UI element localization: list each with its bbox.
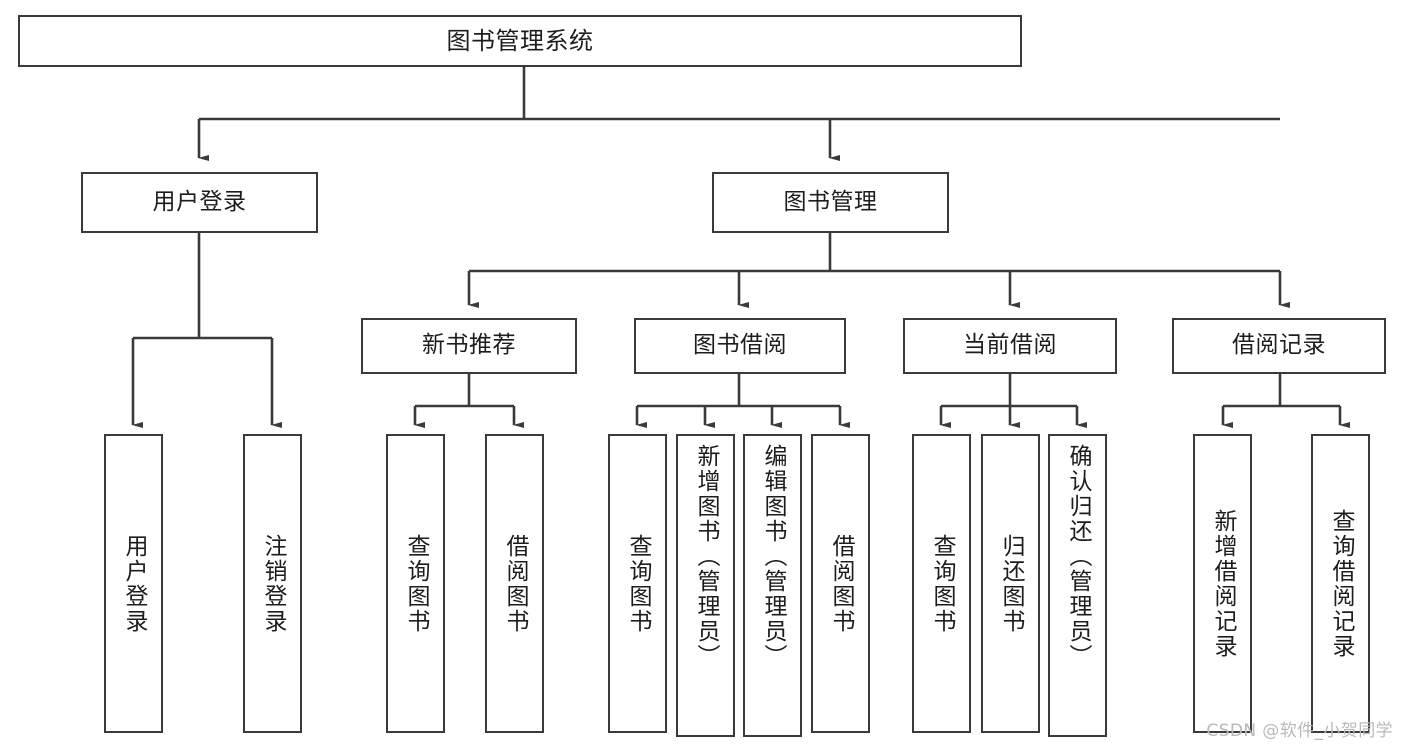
watermark: CSDN @软件_小贺同学 xyxy=(1206,721,1393,741)
leaf-label: 借阅图书 xyxy=(502,533,528,634)
leaf-confirm-return-admin[interactable]: 确认归还（管理员） xyxy=(1048,434,1107,737)
node-root-library-system[interactable]: 图书管理系统 xyxy=(18,15,1022,67)
leaf-label: 查询图书 xyxy=(625,533,651,634)
leaf-label: 注销登录 xyxy=(260,533,286,634)
leaf-query-borrow-record[interactable]: 查询借阅记录 xyxy=(1311,434,1370,733)
leaf-edit-book-admin[interactable]: 编辑图书（管理员） xyxy=(743,434,802,737)
leaf-add-borrow-record[interactable]: 新增借阅记录 xyxy=(1193,434,1252,733)
leaf-logout[interactable]: 注销登录 xyxy=(243,434,302,733)
leaf-borrow-book[interactable]: 借阅图书 xyxy=(811,434,870,733)
leaf-label: 确认归还（管理员） xyxy=(1065,444,1091,669)
node-user-login[interactable]: 用户登录 xyxy=(81,172,318,233)
node-label: 图书借阅 xyxy=(693,332,787,359)
leaf-label: 查询借阅记录 xyxy=(1328,508,1354,659)
leaf-query-book-current[interactable]: 查询图书 xyxy=(912,434,971,733)
node-label: 图书管理 xyxy=(783,188,878,215)
leaf-label: 新增图书（管理员） xyxy=(693,444,719,669)
leaf-user-login[interactable]: 用户登录 xyxy=(104,434,163,733)
node-new-book-recommend[interactable]: 新书推荐 xyxy=(361,318,577,374)
node-current-borrow[interactable]: 当前借阅 xyxy=(903,318,1117,374)
leaf-label: 用户登录 xyxy=(121,533,147,634)
leaf-query-book-recommend[interactable]: 查询图书 xyxy=(386,434,445,733)
node-label: 借阅记录 xyxy=(1232,332,1326,359)
leaf-label: 借阅图书 xyxy=(828,533,854,634)
leaf-return-book[interactable]: 归还图书 xyxy=(981,434,1040,733)
leaf-label: 编辑图书（管理员） xyxy=(760,444,786,669)
node-label: 用户登录 xyxy=(152,188,247,215)
leaf-query-book-borrow[interactable]: 查询图书 xyxy=(608,434,667,733)
leaf-borrow-book-recommend[interactable]: 借阅图书 xyxy=(485,434,544,733)
node-borrow-record[interactable]: 借阅记录 xyxy=(1172,318,1386,374)
node-book-management[interactable]: 图书管理 xyxy=(712,172,949,233)
node-book-borrow[interactable]: 图书借阅 xyxy=(634,318,846,374)
leaf-label: 查询图书 xyxy=(929,533,955,634)
node-label: 当前借阅 xyxy=(963,332,1057,359)
node-label: 图书管理系统 xyxy=(446,26,594,55)
leaf-label: 查询图书 xyxy=(403,533,429,634)
leaf-label: 归还图书 xyxy=(998,533,1024,634)
leaf-label: 新增借阅记录 xyxy=(1210,508,1236,659)
node-label: 新书推荐 xyxy=(422,332,516,359)
leaf-add-book-admin[interactable]: 新增图书（管理员） xyxy=(676,434,735,737)
